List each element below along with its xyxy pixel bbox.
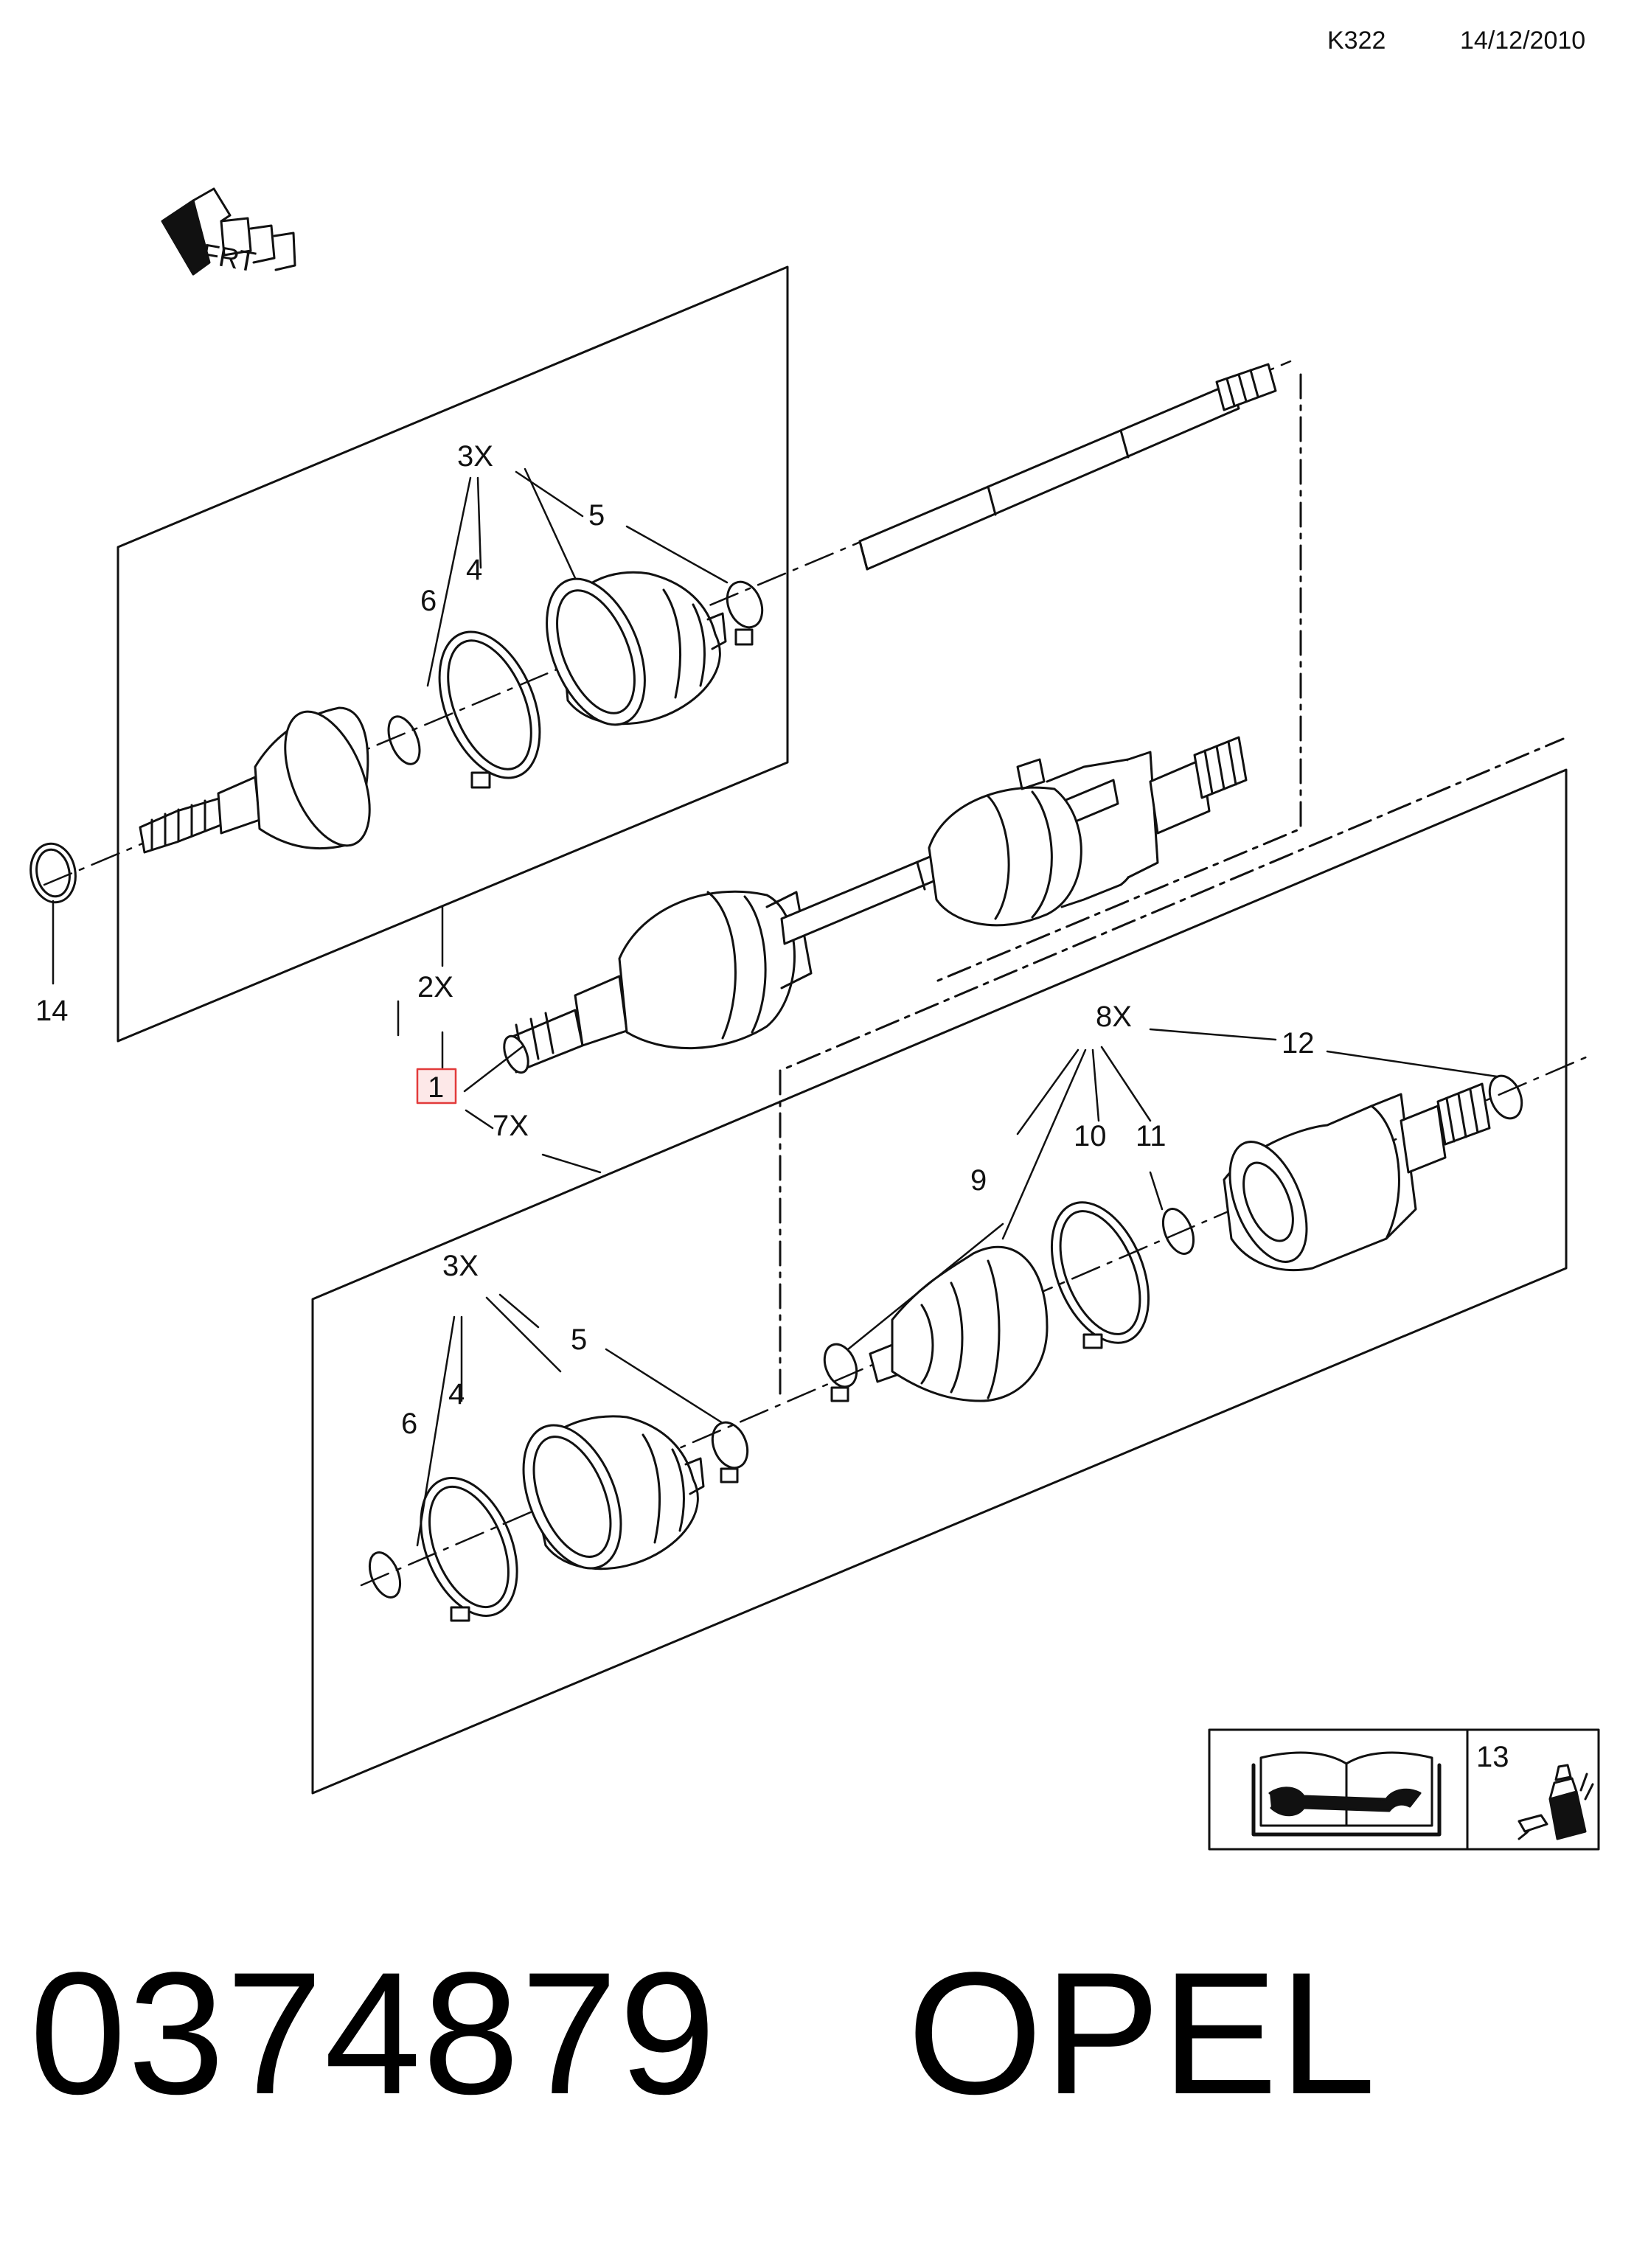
grease-tube-icon	[1517, 1764, 1594, 1840]
circlip-6-lower	[368, 1551, 402, 1599]
callout-13: 13	[1476, 1741, 1509, 1773]
tripod-housing	[1223, 1082, 1491, 1272]
callout-11: 11	[1136, 1120, 1167, 1152]
circlip-6-upper	[387, 715, 421, 765]
circlip-12	[1488, 1074, 1523, 1120]
part-footer: 0374879 OPEL	[29, 1947, 1377, 2121]
part-number: 0374879	[29, 1936, 717, 2131]
inner-joint-kit-panel	[311, 768, 1568, 1795]
callout-7x: 7X	[493, 1110, 529, 1142]
callout-14: 14	[35, 995, 69, 1027]
clamp-5-lower	[711, 1421, 749, 1483]
leader-lines	[52, 467, 1498, 1547]
drive-shaft-assembly	[503, 736, 1248, 1074]
callout-8x: 8X	[1096, 1001, 1132, 1033]
clamp-5-upper	[726, 580, 764, 646]
document-code: K322	[1327, 27, 1386, 55]
callout-3x-upper: 3X	[457, 440, 493, 473]
inner-boot	[869, 1245, 1049, 1402]
callout-12: 12	[1282, 1027, 1315, 1060]
callout-4-upper: 4	[466, 554, 482, 586]
clamp-9	[823, 1343, 858, 1402]
clamp-band-4-lower	[420, 1477, 518, 1622]
callout-9: 9	[970, 1164, 987, 1197]
repair-manual-icon	[1251, 1751, 1442, 1837]
retaining-ring-14	[29, 842, 77, 904]
callout-5-upper: 5	[588, 499, 605, 532]
outer-cv-joint	[139, 706, 371, 854]
document-date: 14/12/2010	[1460, 27, 1586, 55]
callout-5-lower: 5	[571, 1323, 587, 1356]
callout-6-lower: 6	[401, 1408, 417, 1440]
callout-6-upper: 6	[420, 585, 437, 617]
legend-box	[1208, 1728, 1600, 1851]
callout-1-highlight	[416, 1068, 457, 1105]
inner-joint-dashdot-panel	[779, 373, 1565, 1395]
boot-upper	[546, 571, 727, 726]
clamp-band-4-upper	[438, 630, 541, 789]
circlip-11	[1161, 1208, 1195, 1255]
callout-3x-lower: 3X	[442, 1250, 479, 1282]
clamp-band-10	[1050, 1201, 1150, 1349]
drive-shaft-intermediate	[858, 363, 1277, 571]
boot-lower	[522, 1415, 705, 1570]
callout-4-lower: 4	[448, 1378, 465, 1410]
front-direction-icon: FRT	[161, 187, 296, 279]
callout-1: 1	[428, 1071, 444, 1104]
part-brand: OPEL	[907, 1936, 1377, 2131]
callout-2x: 2X	[417, 971, 453, 1003]
outer-joint-kit-panel	[117, 265, 789, 1043]
callout-10: 10	[1074, 1120, 1107, 1152]
